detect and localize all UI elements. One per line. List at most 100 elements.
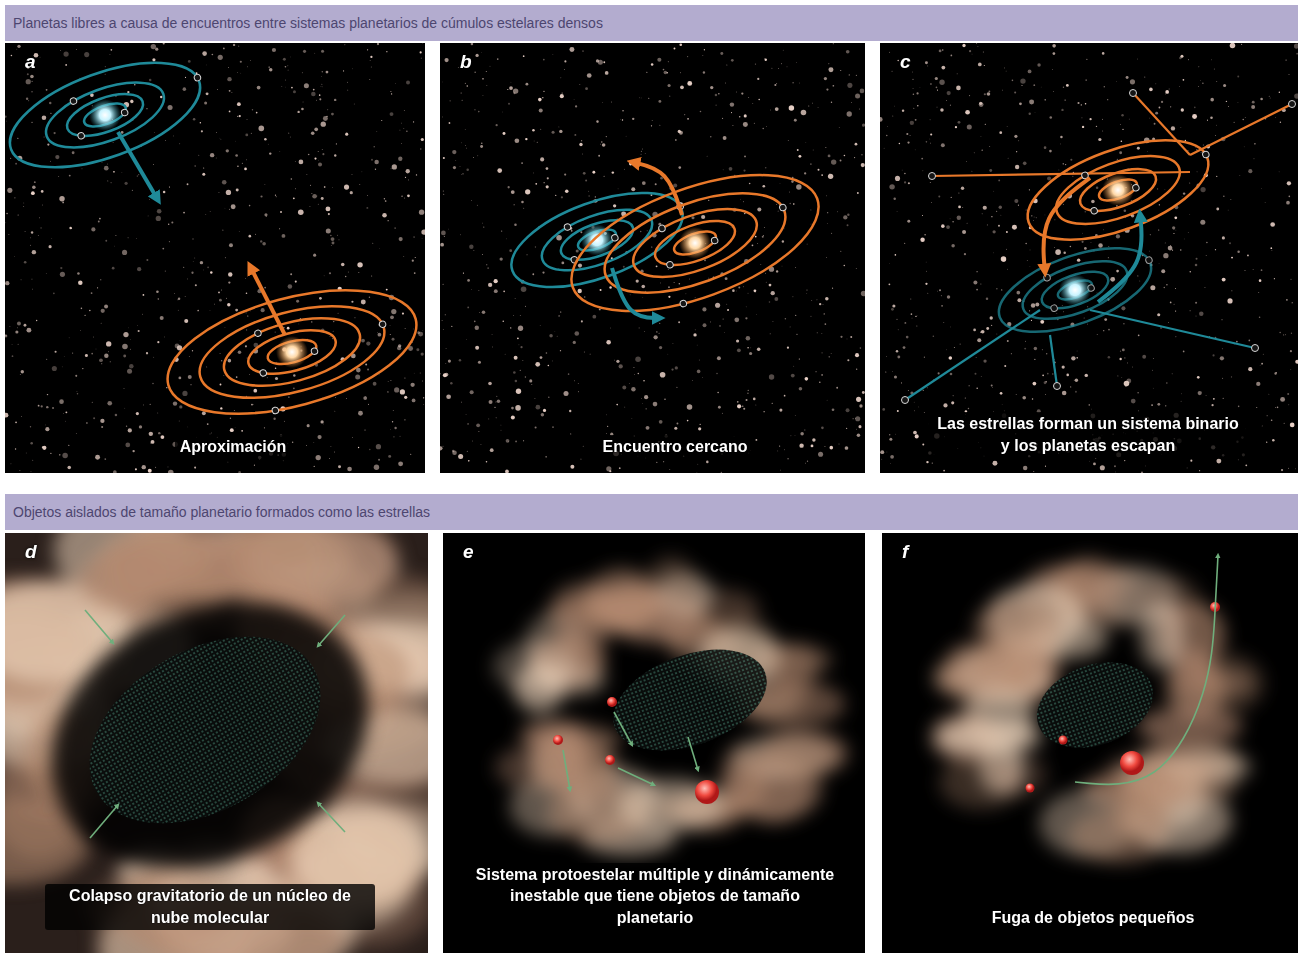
star-dot <box>310 185 311 186</box>
star-dot <box>369 79 371 81</box>
star-dot <box>1029 266 1031 268</box>
star-dot <box>237 72 239 74</box>
star-dot <box>1004 67 1006 69</box>
star-dot <box>890 463 892 465</box>
star-dot <box>164 336 166 338</box>
star-dot <box>91 227 95 231</box>
star-dot <box>269 68 272 71</box>
star-dot <box>513 92 515 94</box>
star-dot <box>826 195 828 197</box>
star-dot <box>888 283 890 285</box>
star-dot <box>400 389 405 394</box>
star-dot <box>53 292 55 294</box>
star-dot <box>602 102 604 104</box>
star-dot <box>1049 116 1052 119</box>
star-dot <box>1229 242 1231 244</box>
planet <box>271 407 279 415</box>
star-dot <box>1040 86 1042 88</box>
star-dot <box>445 363 447 365</box>
star-dot <box>1207 120 1208 121</box>
star-dot <box>514 356 518 360</box>
star-dot <box>943 321 945 323</box>
star-dot <box>636 279 639 282</box>
star-dot <box>326 71 329 74</box>
star-dot <box>706 461 709 464</box>
star-dot <box>36 320 37 321</box>
star-dot <box>1198 86 1200 88</box>
star-dot <box>233 44 235 46</box>
star-dot <box>561 196 563 198</box>
star-dot <box>19 374 21 376</box>
star-dot <box>105 240 107 242</box>
star-dot <box>319 98 321 100</box>
star-dot <box>957 73 958 74</box>
star-dot <box>149 79 152 82</box>
star-dot <box>597 122 599 124</box>
star-dot <box>1082 126 1084 128</box>
star-dot <box>640 153 642 155</box>
star-dot <box>373 382 377 386</box>
star-dot <box>977 45 979 47</box>
star-dot <box>334 99 336 101</box>
star-dot <box>560 350 561 351</box>
star-dot <box>392 410 394 412</box>
star-dot <box>840 250 842 252</box>
star-dot <box>818 169 820 171</box>
star-dot <box>128 327 130 329</box>
star-dot <box>702 307 706 311</box>
star-dot <box>951 244 954 247</box>
star-dot <box>541 413 544 416</box>
star-dot <box>1089 404 1090 405</box>
star-dot <box>930 182 931 183</box>
star-dot <box>810 209 812 211</box>
star-dot <box>924 357 925 358</box>
star-dot <box>543 409 546 412</box>
star-dot <box>275 332 276 333</box>
star-dot <box>218 292 220 294</box>
star-dot <box>338 465 341 468</box>
star-dot <box>72 353 73 354</box>
star-dot <box>347 89 349 91</box>
star-dot <box>513 371 516 374</box>
star-dot <box>991 325 992 326</box>
star-dot <box>1216 124 1218 126</box>
star-dot <box>158 298 160 300</box>
star-dot <box>521 201 524 204</box>
star-dot <box>694 329 696 331</box>
star-dot <box>473 250 475 252</box>
star-dot <box>718 406 721 409</box>
star-dot <box>358 411 363 416</box>
star-dot <box>523 55 525 57</box>
star-dot <box>38 405 40 407</box>
star-dot <box>361 300 366 305</box>
star-dot <box>734 318 739 323</box>
star-dot <box>40 227 41 228</box>
star-dot <box>209 211 211 213</box>
star-dot <box>63 51 68 56</box>
star-dot <box>477 155 479 157</box>
star-dot <box>810 316 811 317</box>
star-dot <box>202 173 205 176</box>
star-dot <box>474 72 475 73</box>
star-dot <box>162 248 164 250</box>
star-dot <box>188 375 192 379</box>
star-dot <box>828 173 830 175</box>
star-dot <box>517 337 519 339</box>
star-dot <box>569 47 574 52</box>
star-dot <box>644 153 646 155</box>
star-dot <box>272 48 276 52</box>
star-dot <box>819 303 821 305</box>
star-dot <box>442 445 444 447</box>
star-dot <box>1015 165 1019 169</box>
star-dot <box>21 370 24 373</box>
star-dot <box>7 188 12 193</box>
star-dot <box>445 348 447 350</box>
star-dot <box>589 353 591 355</box>
star-dot <box>806 289 807 290</box>
star-dot <box>211 432 213 434</box>
star-dot <box>275 377 278 380</box>
star-dot <box>1132 366 1134 368</box>
star-dot <box>1290 369 1292 371</box>
star-dot <box>43 136 45 138</box>
star-dot <box>472 157 474 159</box>
